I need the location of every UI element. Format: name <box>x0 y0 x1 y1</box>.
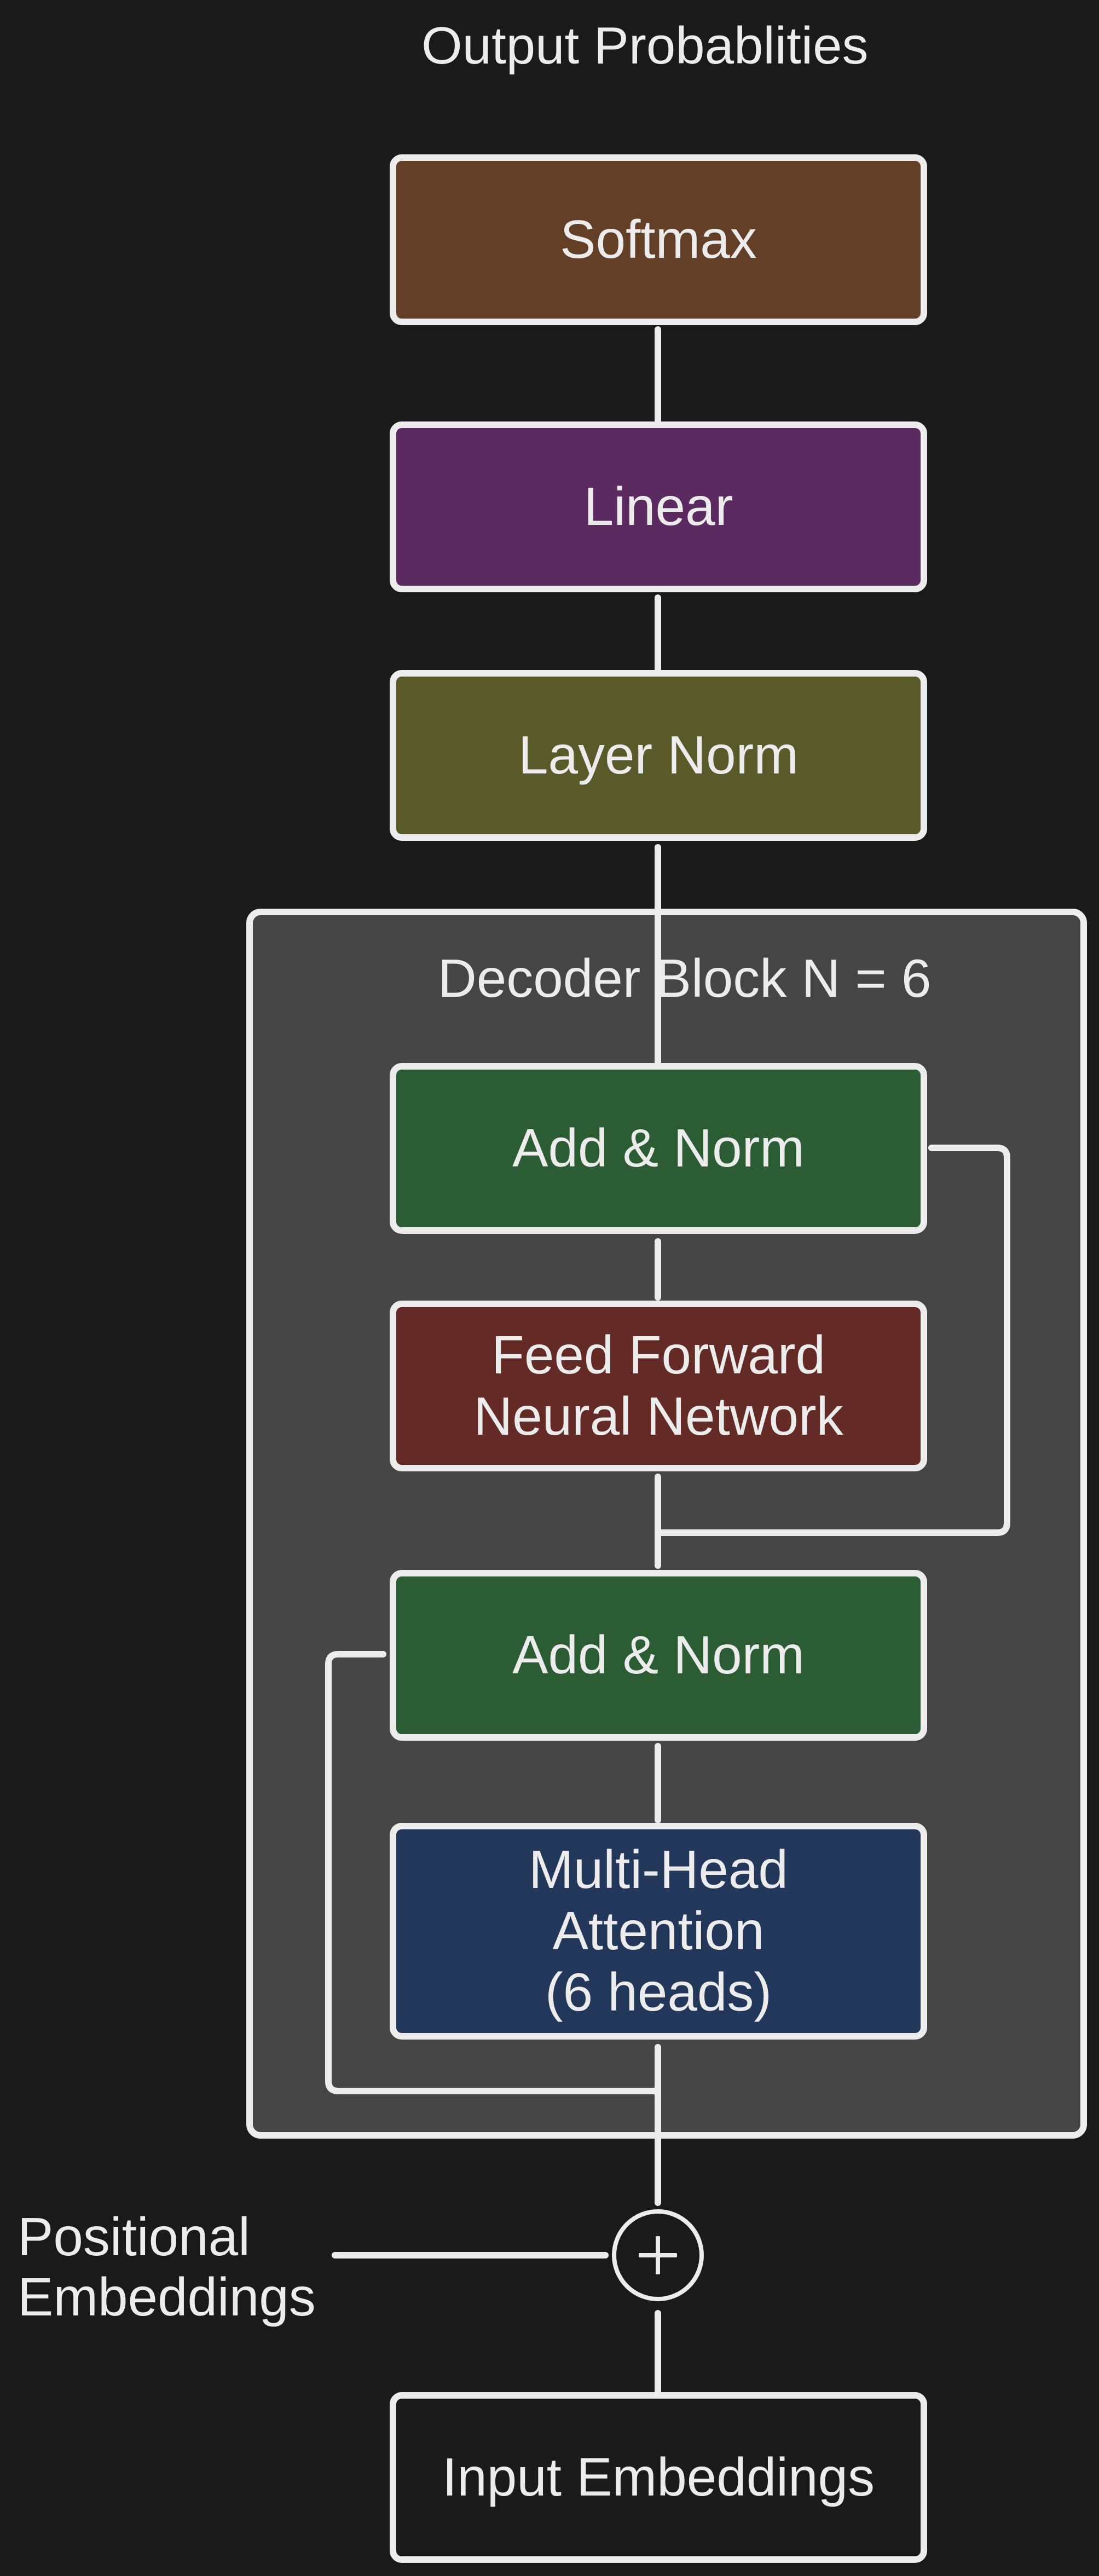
addition-operator <box>612 2209 704 2301</box>
decoder-block-label: Decoder Block N = 6 <box>438 948 932 1008</box>
positional-embeddings-label: Positional Embeddings <box>18 2207 316 2327</box>
linear-node: Linear <box>390 421 927 592</box>
arrow-residual-to-addnorm-top <box>655 1145 1010 1536</box>
output-probabilities-label: Output Probablities <box>421 16 869 75</box>
arrow-residual-to-addnorm-bottom <box>325 1651 661 2094</box>
softmax-node: Softmax <box>390 154 927 325</box>
add-norm-bottom-node: Add & Norm <box>390 1570 927 1741</box>
add-norm-top-node: Add & Norm <box>390 1063 927 1234</box>
plus-icon <box>639 2236 677 2274</box>
feed-forward-node: Feed Forward Neural Network <box>390 1301 927 1471</box>
input-embeddings-node: Input Embeddings <box>390 2392 927 2563</box>
multi-head-attention-node: Multi-Head Attention (6 heads) <box>390 1823 927 2040</box>
layer-norm-node: Layer Norm <box>390 670 927 841</box>
